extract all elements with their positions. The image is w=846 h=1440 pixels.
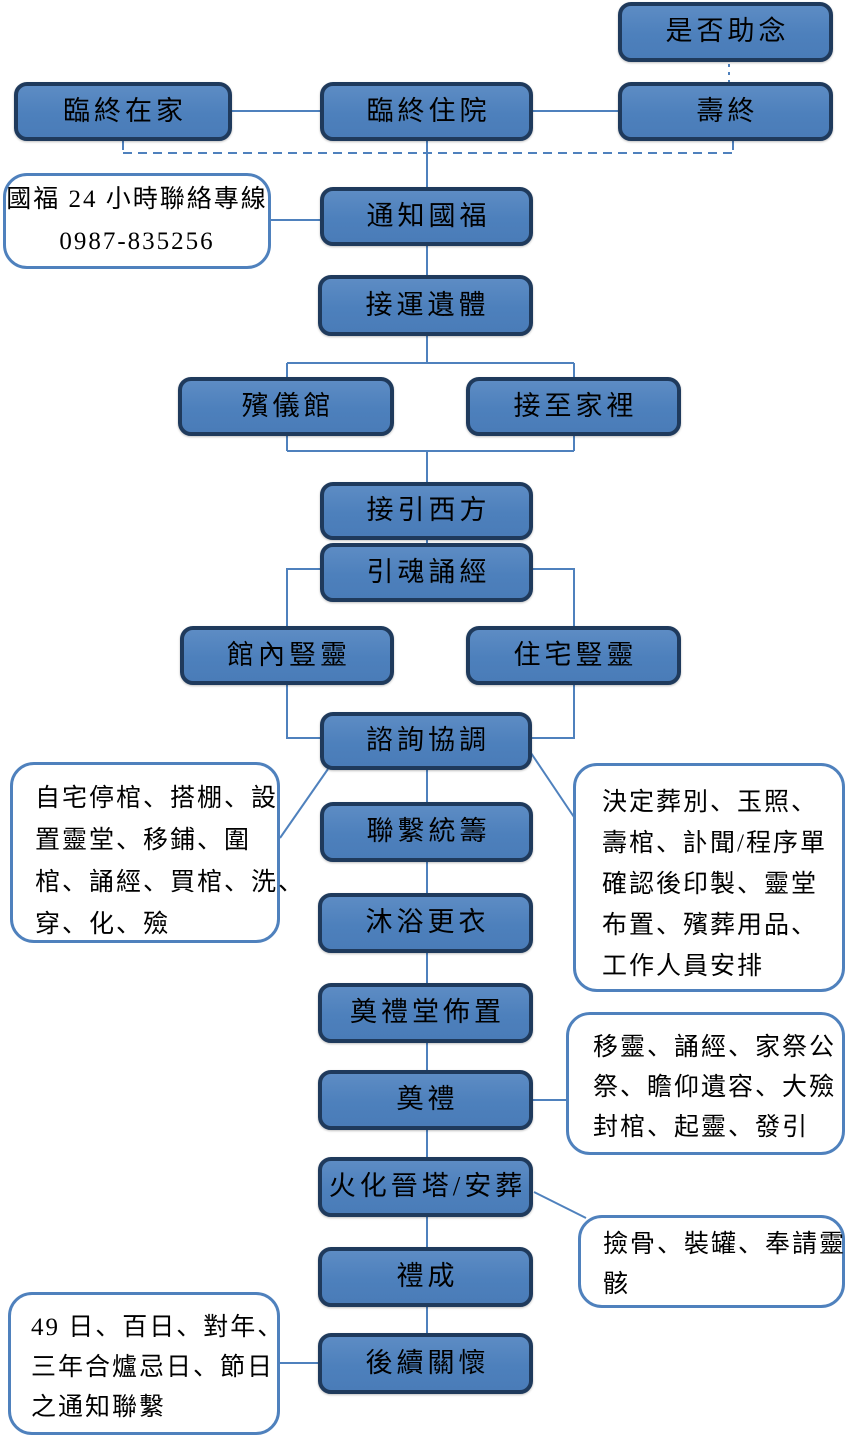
connector-transport-split xyxy=(286,336,575,377)
connector-consult-homeprep xyxy=(279,768,329,839)
node-coordination: 聯繫統籌 xyxy=(320,802,533,862)
node-bathing-dressing: 沐浴更衣 xyxy=(318,893,533,953)
node-consultation: 諮詢協調 xyxy=(320,712,532,770)
ceremony-details-line-3: 封棺、起靈、發引 xyxy=(593,1114,810,1141)
connector-homeshrine-consult xyxy=(532,685,575,739)
callout-home-preparation: 自宅停棺、搭棚、設 置靈堂、移鋪、圍 棺、誦經、買棺、洗、 穿、化、殮 xyxy=(10,762,306,943)
arrangement-decisions-line-1: 決定葬別、玉照、 xyxy=(602,789,819,816)
home-preparation-line-1: 自宅停棺、搭棚、設 xyxy=(35,785,279,812)
node-bring-home: 接至家裡 xyxy=(466,377,681,436)
node-parlor-shrine: 館內豎靈 xyxy=(180,626,394,685)
node-transport-body: 接運遺體 xyxy=(318,275,533,336)
arrangement-decisions-line-5: 工作人員安排 xyxy=(602,953,765,980)
connector-split-merge xyxy=(286,436,575,482)
home-preparation-line-2: 置靈堂、移鋪、圍 xyxy=(35,827,252,854)
node-soul-chant: 引魂誦經 xyxy=(320,543,533,602)
node-cremation-burial: 火化晉塔/安葬 xyxy=(318,1157,533,1217)
bone-collection-line-1: 撿骨、裝罐、奉請靈 xyxy=(603,1231,846,1258)
ceremony-details-line-2: 祭、瞻仰遺容、大殮 xyxy=(593,1074,837,1101)
hotline-line-1: 國福 24 小時聯絡專線 xyxy=(6,186,268,213)
node-follow-up-care: 後續關懷 xyxy=(318,1333,533,1394)
node-guide-to-west: 接引西方 xyxy=(320,482,533,540)
home-preparation-line-3: 棺、誦經、買棺、洗、 xyxy=(35,869,306,896)
connector-consult-decisions xyxy=(530,752,579,824)
node-chant-decision: 是否助念 xyxy=(618,2,833,62)
ceremony-details-line-1: 移靈、誦經、家祭公 xyxy=(593,1034,837,1061)
memorial-dates-line-2: 三年合爐忌日、節日 xyxy=(31,1354,275,1381)
memorial-dates-line-1: 49 日、百日、對年、 xyxy=(31,1314,285,1341)
callout-arrangement-decisions: 決定葬別、玉照、 壽棺、訃聞/程序單 確認後印製、靈堂 布置、殯葬用品、 工作人… xyxy=(573,763,845,992)
connector-soulchant-homeshrine xyxy=(533,568,575,626)
arrangement-decisions-line-2: 壽棺、訃聞/程序單 xyxy=(602,830,827,857)
node-hall-arrangement: 奠禮堂佈置 xyxy=(318,983,533,1043)
node-ceremony: 奠禮 xyxy=(318,1070,533,1130)
memorial-dates-line-3: 之通知聯繫 xyxy=(31,1394,167,1421)
connector-soulchant-parlorshrine xyxy=(286,568,320,626)
node-home-shrine: 住宅豎靈 xyxy=(466,626,681,685)
node-funeral-parlor: 殯儀館 xyxy=(178,377,394,436)
node-passing: 壽終 xyxy=(618,82,833,141)
node-end-in-hospital: 臨終住院 xyxy=(320,82,533,141)
arrangement-decisions-line-4: 布置、殯葬用品、 xyxy=(602,912,819,939)
node-end-at-home: 臨終在家 xyxy=(14,82,232,141)
arrangement-decisions-line-3: 確認後印製、靈堂 xyxy=(602,871,819,898)
bone-collection-line-2: 骸 xyxy=(603,1271,631,1298)
callout-bone-collection: 撿骨、裝罐、奉請靈 骸 xyxy=(578,1215,845,1308)
callout-memorial-dates: 49 日、百日、對年、 三年合爐忌日、節日 之通知聯繫 xyxy=(8,1292,285,1435)
callout-ceremony-details: 移靈、誦經、家祭公 祭、瞻仰遺容、大殮 封棺、起靈、發引 xyxy=(566,1012,845,1155)
hotline-line-2: 0987-835256 xyxy=(59,228,215,255)
callout-hotline: 國福 24 小時聯絡專線 0987-835256 xyxy=(3,173,271,269)
home-preparation-line-4: 穿、化、殮 xyxy=(35,911,171,938)
node-ceremony-complete: 禮成 xyxy=(318,1247,533,1307)
connector-cremation-bones xyxy=(533,1191,587,1219)
connector-parlorshrine-consult xyxy=(286,685,320,739)
node-notify-guofu: 通知國福 xyxy=(320,187,533,246)
